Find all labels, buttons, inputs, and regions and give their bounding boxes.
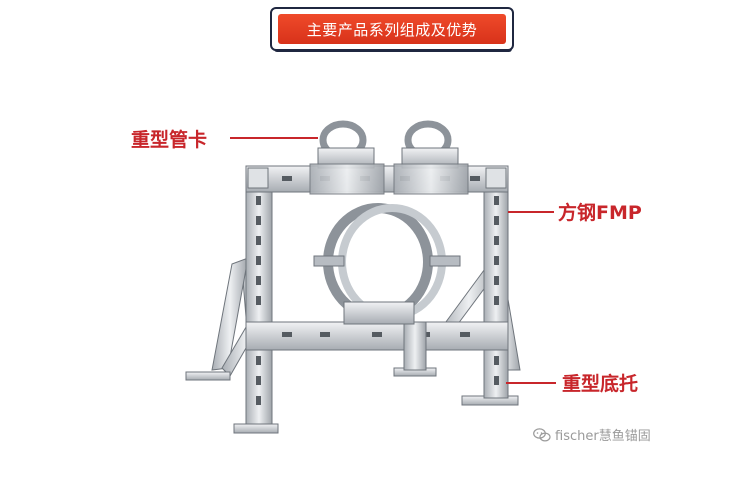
wechat-icon <box>533 427 551 442</box>
title-banner-underline <box>274 49 512 52</box>
watermark-text: fischer慧鱼锚固 <box>555 429 651 444</box>
callout-base-support-line <box>506 382 556 384</box>
base-plate-left-brace <box>185 371 231 381</box>
center-post <box>403 321 427 371</box>
callout-pipe-clamp-label: 重型管卡 <box>131 129 208 151</box>
base-plate-left <box>233 423 279 434</box>
watermark: fischer慧鱼锚固 <box>533 425 651 444</box>
title-banner: 主要产品系列组成及优势 <box>270 7 514 51</box>
callout-base-support-label: 重型底托 <box>562 373 639 395</box>
title-banner-text: 主要产品系列组成及优势 <box>278 14 506 44</box>
left-post <box>245 165 273 425</box>
callout-square-steel-line <box>508 211 554 213</box>
callout-square-steel-label: 方钢FMP <box>558 202 642 224</box>
callout-pipe-clamp-line <box>230 137 318 139</box>
large-clamp-saddle <box>343 301 415 325</box>
